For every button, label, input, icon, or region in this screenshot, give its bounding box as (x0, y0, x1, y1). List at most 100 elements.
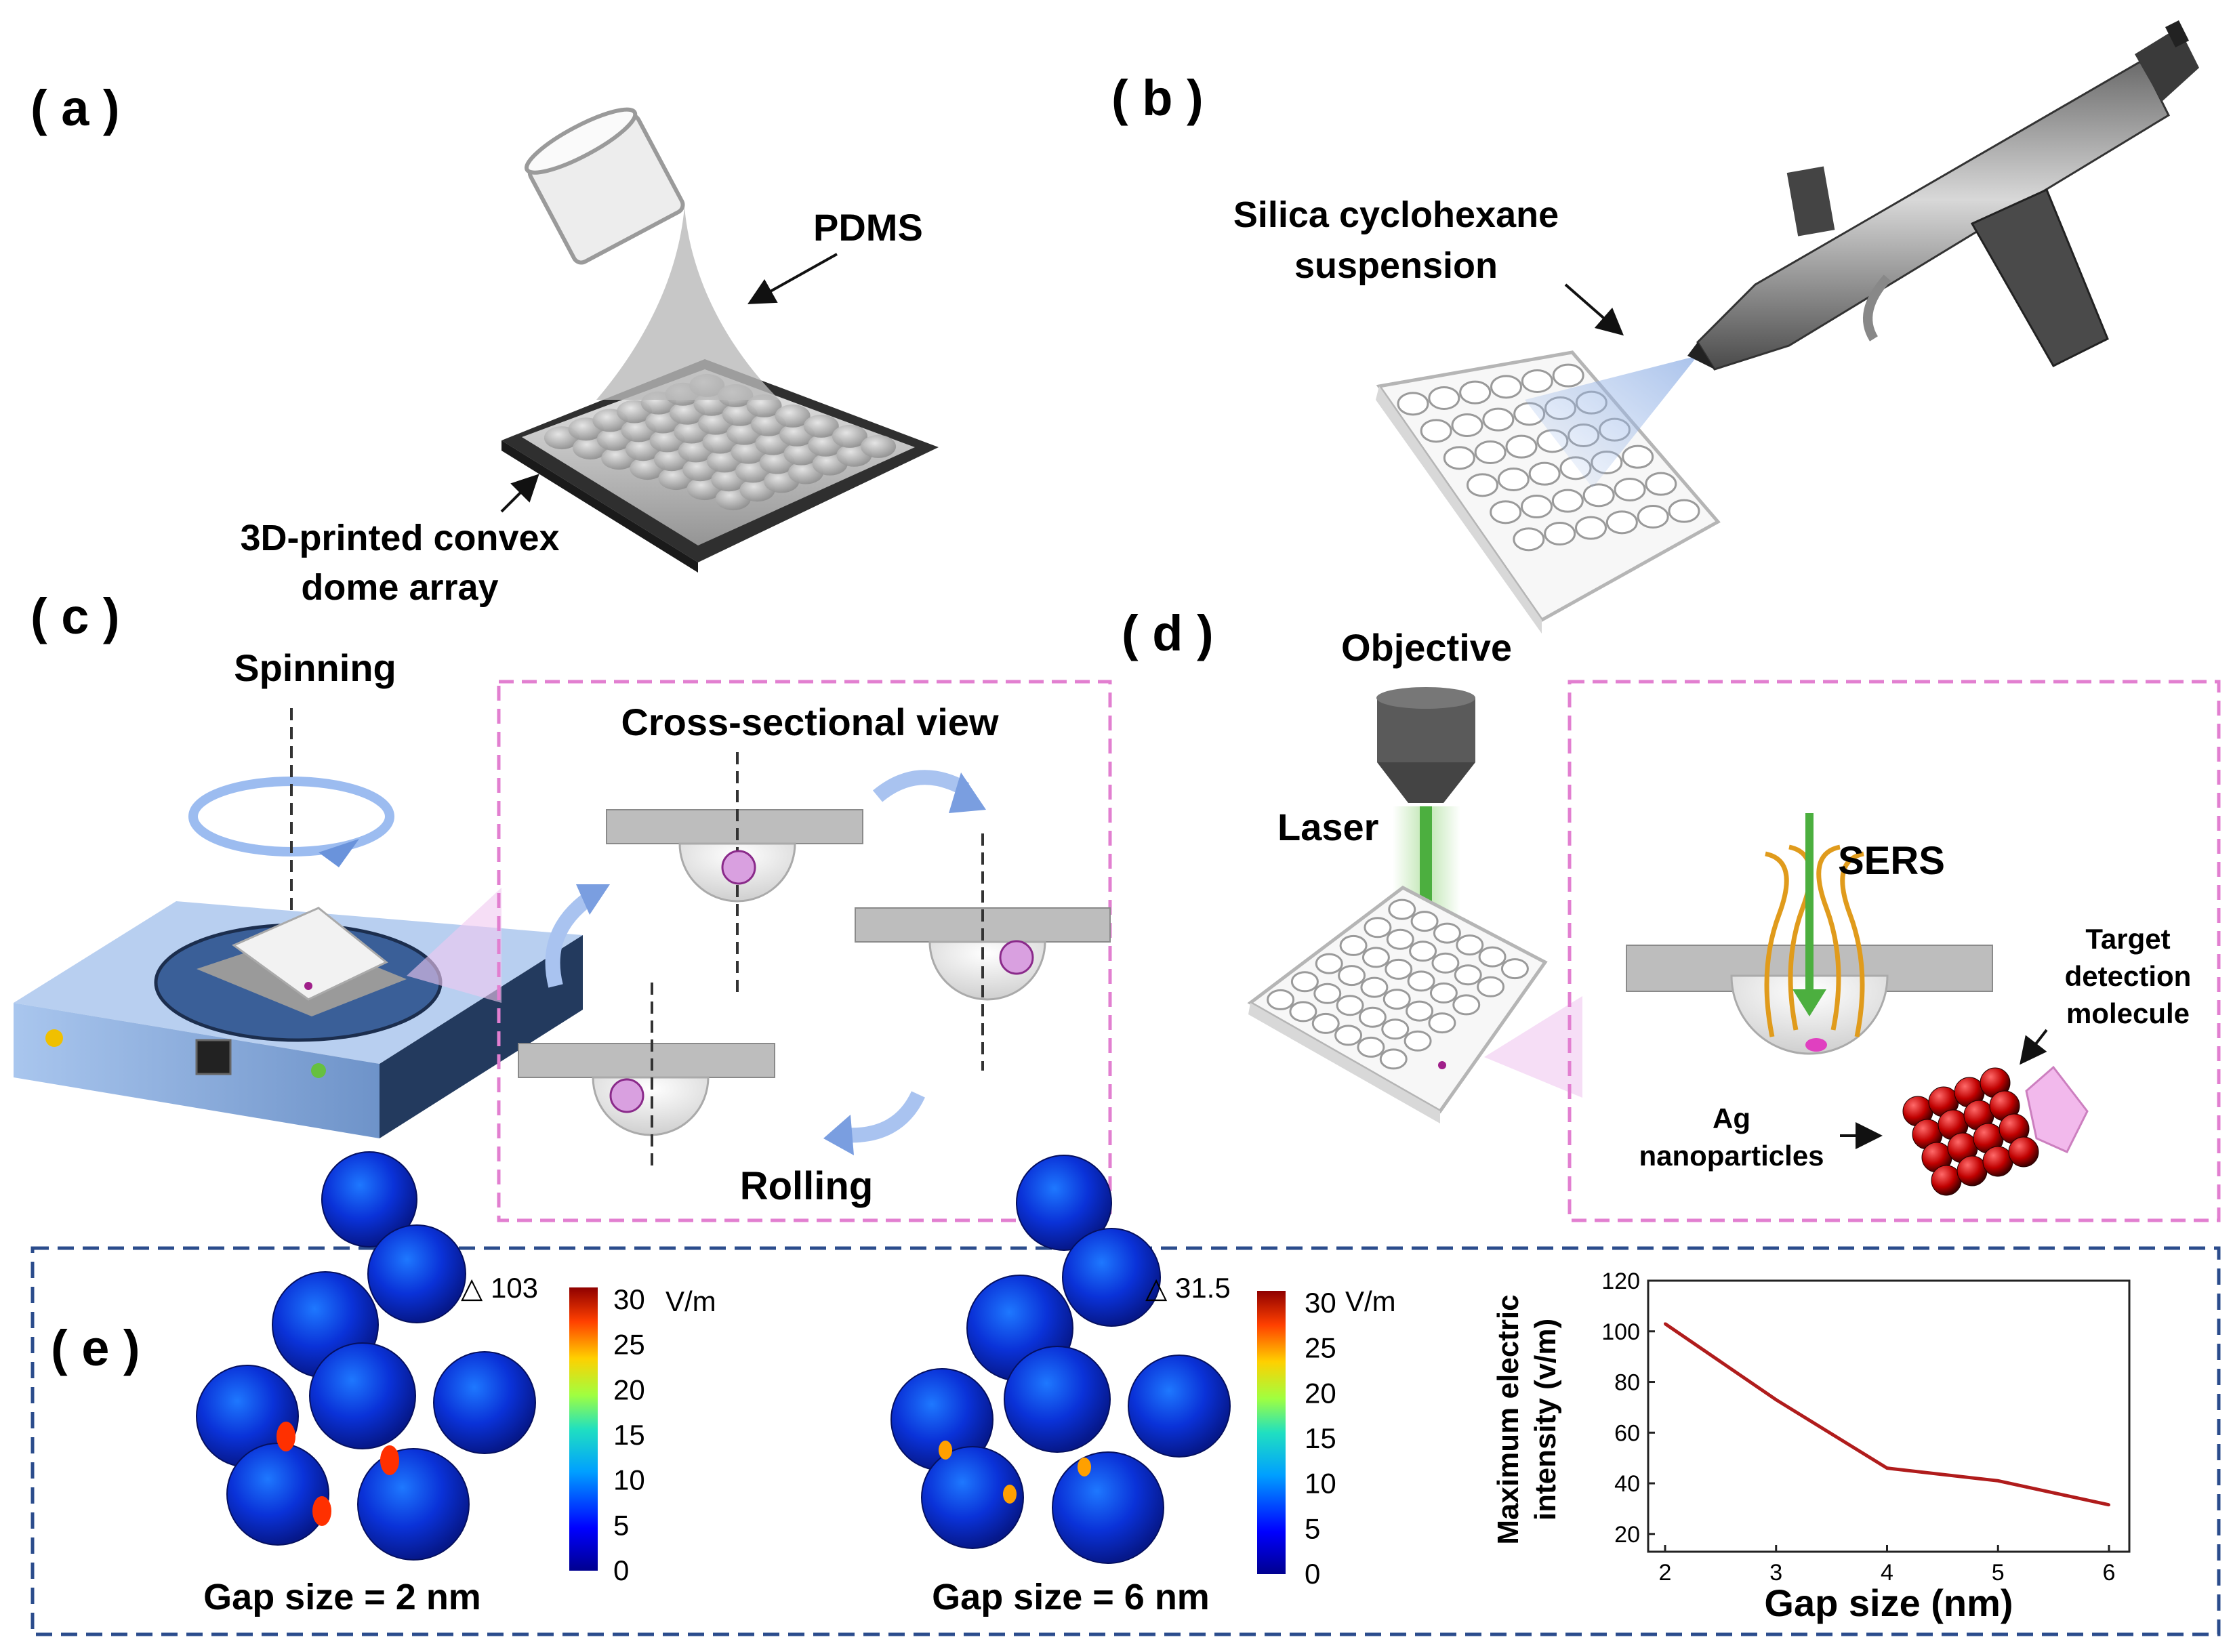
data-point (2108, 1503, 2110, 1506)
spray-cone (1525, 356, 1698, 488)
suspension-label-1: Silica cyclohexane (1233, 194, 1559, 235)
well (1315, 953, 1343, 974)
beaker-icon (525, 107, 685, 265)
state-top (606, 752, 863, 996)
well (1267, 989, 1295, 1010)
panel-a: ( a ) PDMS 3D-printed convex dome array (30, 80, 939, 608)
well (1456, 934, 1484, 956)
sers-box (1568, 680, 2221, 1222)
ag-label-1: Ag (1713, 1102, 1750, 1134)
x-tick-label: 4 (1881, 1560, 1893, 1586)
y-tick-label: 120 (1601, 1268, 1640, 1294)
hotspot (276, 1422, 295, 1451)
status-led (311, 1063, 326, 1078)
particle-icon (999, 940, 1034, 975)
well (1381, 1018, 1410, 1040)
well (1552, 363, 1584, 388)
ag-nanoparticle (1931, 1165, 1962, 1196)
particle-icon (721, 850, 756, 885)
suspension-arrow (1564, 283, 1624, 336)
colorbar-tick: 15 (1305, 1422, 1336, 1454)
well (1289, 1001, 1317, 1023)
objective-label: Objective (1341, 626, 1512, 669)
colorbar-tick: 0 (613, 1554, 629, 1586)
pdms-stream (596, 207, 779, 400)
nanoparticle (309, 1342, 416, 1449)
well (1382, 989, 1411, 1010)
well (1451, 413, 1483, 437)
colorbar-tick: 25 (613, 1329, 645, 1361)
colorbar-tick: 5 (613, 1509, 629, 1541)
cross-section-box (497, 680, 1112, 1222)
well (1467, 473, 1498, 497)
well (1459, 380, 1492, 405)
substrate-arrow (500, 474, 539, 513)
chart-ylabel-1: Maximum electric (1492, 1294, 1525, 1544)
colorbar-tick: 25 (1305, 1332, 1336, 1364)
colorbar-tick: 15 (613, 1419, 645, 1451)
sim2-unit: V/m (1345, 1285, 1396, 1317)
dome (775, 404, 811, 428)
colorbar-tick: 20 (1305, 1377, 1336, 1409)
chart-ylabel-2: intensity (v/m) (1529, 1319, 1562, 1521)
well (1454, 964, 1482, 986)
x-tick-label: 5 (1992, 1560, 2005, 1586)
substrate-label-2: dome array (301, 567, 498, 608)
well (1521, 369, 1553, 393)
panel-d: ( d ) Objective Laser SE (1122, 605, 2221, 1222)
spinning-label: Spinning (234, 646, 396, 689)
nanoparticle (1062, 1228, 1161, 1327)
well (1388, 899, 1416, 920)
sim2-max-label: △ 31.5 (1145, 1272, 1231, 1304)
rolling-label: Rolling (740, 1164, 874, 1208)
y-tick-label: 100 (1601, 1319, 1640, 1345)
well (1336, 995, 1364, 1016)
well (1551, 489, 1584, 513)
well (1497, 468, 1530, 491)
well (1433, 922, 1461, 944)
hotspot (939, 1441, 952, 1460)
dome (803, 414, 839, 438)
well (1582, 483, 1615, 508)
well (1364, 917, 1392, 938)
target-label-2: detection (2065, 960, 2192, 992)
colorbar-tick: 5 (1305, 1512, 1320, 1544)
well (1477, 976, 1505, 997)
well (1521, 495, 1553, 518)
well (1428, 1012, 1456, 1034)
well (1544, 522, 1576, 545)
well-grid-b (1397, 363, 1700, 552)
y-tick-label: 80 (1614, 1370, 1640, 1396)
nanoparticle (367, 1224, 466, 1323)
x-tick-label: 3 (1769, 1560, 1782, 1586)
hotspot (312, 1496, 331, 1526)
substrate-label-1: 3D-printed convex (240, 518, 559, 558)
hotspot (380, 1445, 399, 1475)
well (1420, 419, 1452, 443)
well (1386, 928, 1414, 950)
well (1622, 445, 1654, 469)
well (1385, 958, 1413, 980)
zoom-cone-d (1484, 996, 1582, 1098)
airbrush-icon (1687, 20, 2199, 371)
y-tick-label: 40 (1614, 1471, 1640, 1497)
well (1407, 970, 1435, 992)
dome (832, 424, 867, 448)
colorbar-6nm (1257, 1291, 1286, 1574)
well (1605, 510, 1638, 535)
well (1290, 971, 1319, 993)
well (1490, 375, 1522, 399)
panel-a-label: ( a ) (30, 80, 120, 136)
roll-arrow-3 (545, 892, 594, 988)
hotspot (1078, 1458, 1091, 1477)
panel-b: ( b ) Silica cyclohexane suspension (1111, 20, 2199, 634)
well (1528, 461, 1561, 486)
data-point (1885, 1466, 1889, 1470)
well (1490, 500, 1522, 524)
data-point (1774, 1398, 1778, 1401)
nanoparticle (921, 1446, 1024, 1549)
well (1404, 1030, 1432, 1052)
